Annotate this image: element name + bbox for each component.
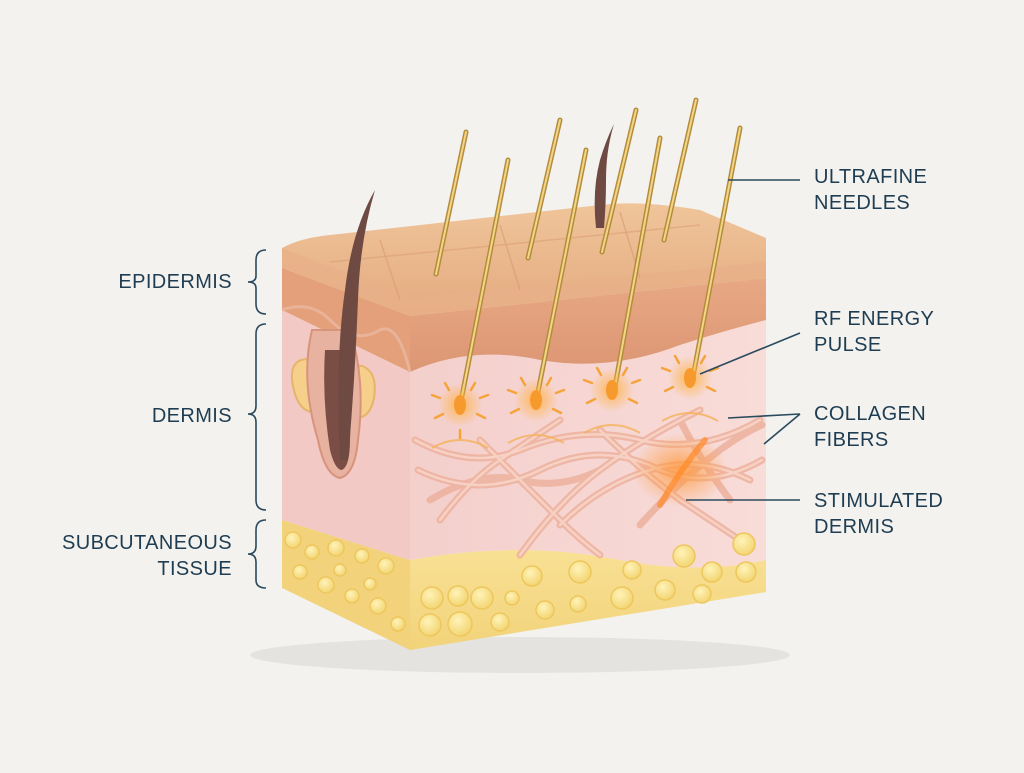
- fat-cells: [284, 531, 757, 637]
- block-shadow: [250, 637, 790, 673]
- leader-rf-pulse: [699, 332, 801, 375]
- label-collagen-line1: COLLAGEN: [814, 403, 927, 425]
- bracket-dermis: [247, 323, 267, 511]
- leader-collagen-2: [763, 413, 801, 445]
- bracket-subcutaneous: [247, 519, 267, 589]
- left-brackets: [247, 249, 267, 589]
- rf-pulse-2: [506, 376, 566, 422]
- label-collagen-line2: FIBERS: [814, 429, 889, 451]
- label-subcutaneous-line1: SUBCUTANEOUS: [61, 532, 232, 554]
- label-stimulated-line2: DERMIS: [814, 516, 895, 538]
- label-needles-line1: ULTRAFINE: [814, 166, 928, 188]
- label-dermis-text: DERMIS: [151, 405, 232, 427]
- label-rf-energy-pulse: RF ENERGY PULSE: [814, 306, 934, 358]
- rf-pulse-4: [660, 354, 720, 400]
- label-ultrafine-needles: ULTRAFINE NEEDLES: [814, 164, 927, 216]
- label-subcutaneous-line2: TISSUE: [157, 558, 232, 580]
- label-epidermis-text: EPIDERMIS: [118, 271, 232, 293]
- label-rf-line1: RF ENERGY: [814, 308, 935, 330]
- rf-pulse-3: [582, 366, 642, 412]
- leader-collagen-1: [727, 413, 801, 419]
- rf-pulse-1: [430, 381, 490, 440]
- hair-shaft-right: [594, 124, 614, 228]
- label-epidermis: EPIDERMIS: [60, 269, 232, 295]
- label-dermis: DERMIS: [60, 403, 232, 429]
- rf-energy-pulses: [430, 354, 720, 449]
- label-stimulated-line1: STIMULATED: [814, 490, 944, 512]
- ultrafine-needles: [433, 97, 743, 405]
- label-subcutaneous: SUBCUTANEOUS TISSUE: [20, 530, 232, 582]
- stimulated-fiber: [657, 437, 708, 508]
- label-collagen-fibers: COLLAGEN FIBERS: [814, 401, 926, 453]
- bracket-epidermis: [247, 249, 267, 315]
- label-stimulated-dermis: STIMULATED DERMIS: [814, 488, 943, 540]
- leader-lines: [686, 179, 801, 501]
- label-rf-line2: PULSE: [814, 334, 882, 356]
- label-needles-line2: NEEDLES: [814, 192, 911, 214]
- hair-shaft-left: [338, 190, 375, 460]
